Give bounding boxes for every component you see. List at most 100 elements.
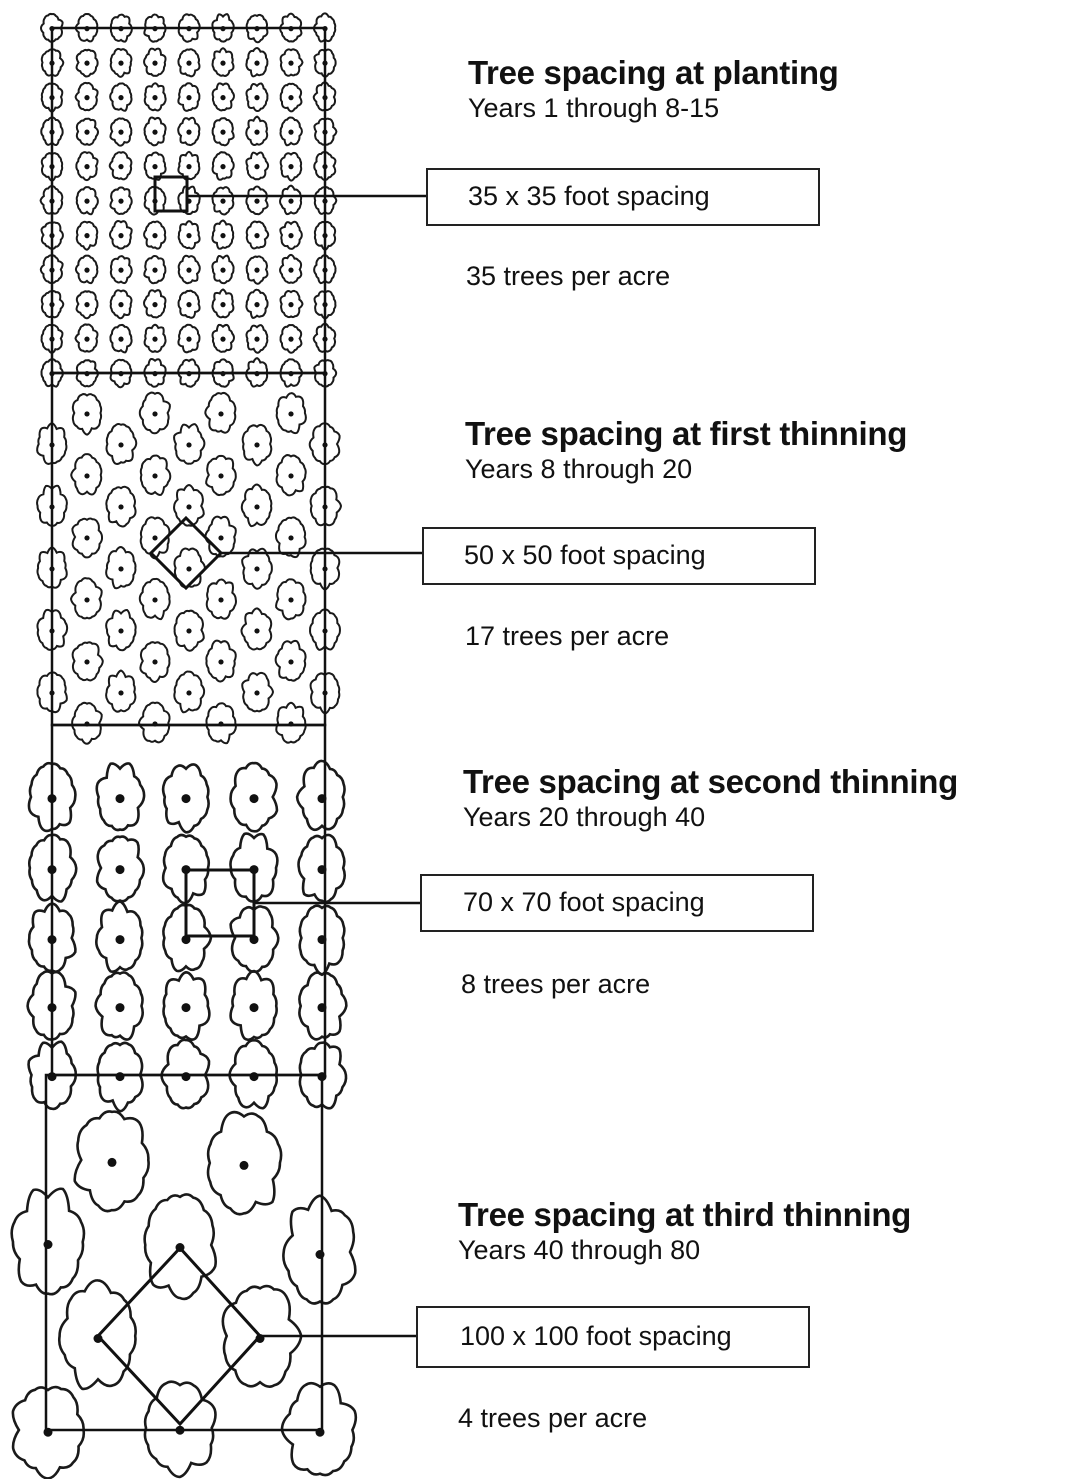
- tree-crown: [282, 1194, 357, 1305]
- tree-trunk: [254, 690, 260, 696]
- tree-crown: [279, 220, 303, 250]
- plot-frames: [44, 26, 327, 1432]
- spacing-cell-70ft: [184, 868, 256, 938]
- tree-crown: [137, 701, 171, 744]
- tree-crown: [177, 48, 201, 78]
- tree-trunk: [254, 95, 260, 101]
- tree-trunk: [118, 302, 124, 308]
- tree-crown: [161, 763, 210, 834]
- tree-crown: [173, 483, 205, 527]
- stage-third-thinning: Tree spacing at third thinning Years 40 …: [458, 1196, 911, 1266]
- tree-crown: [211, 82, 235, 112]
- tree-crown: [228, 1038, 279, 1110]
- tree-crown: [240, 483, 273, 528]
- tree-crown: [241, 671, 275, 713]
- tree-crown: [279, 253, 303, 284]
- tree-crown: [143, 323, 167, 353]
- tree-trunk: [84, 198, 90, 204]
- tree-crown: [204, 391, 237, 434]
- tree-crown: [279, 358, 304, 388]
- tree-crown: [245, 115, 269, 146]
- tree-trunk: [118, 233, 124, 239]
- tree-trunk: [84, 129, 90, 135]
- tree-trunk: [218, 535, 224, 541]
- tree-crown: [205, 702, 237, 745]
- tree-trunk: [218, 411, 224, 417]
- tree-trunk: [84, 60, 90, 66]
- tree-crown: [279, 151, 303, 182]
- tree-crown: [205, 639, 237, 683]
- tree-crown: [69, 577, 103, 620]
- tree-trunk: [220, 198, 226, 204]
- density-label: 4 trees per acre: [458, 1403, 648, 1433]
- tree-crown: [279, 12, 303, 43]
- stage-years: Years 20 through 40: [463, 802, 706, 832]
- tree-crown: [245, 13, 269, 44]
- tree-trunk: [84, 95, 90, 101]
- tree-trunk: [115, 935, 125, 945]
- tree-crown: [139, 641, 171, 683]
- tree-crown: [204, 515, 237, 558]
- tree-trunk: [181, 1003, 191, 1013]
- tree-trunk: [220, 233, 226, 239]
- tree-trunk: [220, 95, 226, 101]
- tree-trunk: [84, 535, 90, 541]
- tree-crown: [108, 151, 133, 181]
- tree-trunk: [218, 597, 224, 603]
- tree-crown: [177, 116, 201, 147]
- stage-first-thinning: Tree spacing at first thinning Years 8 t…: [465, 415, 907, 485]
- tree-trunk: [254, 233, 260, 239]
- tree-crown: [109, 186, 133, 215]
- tree-trunk: [152, 267, 158, 273]
- tree-crown: [75, 290, 99, 320]
- tree-trunk: [288, 659, 294, 665]
- tree-crown: [108, 219, 133, 250]
- tree-crown: [143, 47, 167, 77]
- tree-trunk: [181, 1072, 191, 1082]
- tree-crown: [279, 48, 304, 77]
- tree-crown: [71, 641, 104, 682]
- stage-title: Tree spacing at planting: [468, 54, 839, 91]
- tree-crown: [75, 151, 99, 182]
- spacing-label-box: 70 x 70 foot spacing: [420, 874, 814, 932]
- tree-crown: [211, 254, 235, 285]
- tree-crown: [109, 358, 133, 389]
- tree-crown: [143, 185, 167, 216]
- tree-trunk: [220, 164, 226, 170]
- tree-trunk: [186, 336, 192, 342]
- tree-crown: [177, 358, 201, 388]
- tree-trunk: [152, 129, 158, 135]
- tree-crown: [105, 546, 137, 590]
- tree-trunk: [220, 60, 226, 66]
- tree-crown: [143, 1193, 217, 1301]
- tree-trunk: [288, 411, 294, 417]
- tree-crown: [211, 323, 235, 353]
- tree-crown: [143, 220, 167, 250]
- tree-crown: [71, 517, 104, 559]
- tree-crown: [143, 116, 167, 147]
- tree-trunk: [288, 302, 294, 308]
- spacing-cell-35ft: [153, 175, 189, 213]
- tree-crown: [105, 423, 138, 465]
- tree-trunk: [288, 267, 294, 273]
- tree-crown: [10, 1187, 86, 1296]
- tree-crown: [96, 1041, 144, 1113]
- spacing-cell-100ft: [95, 1245, 263, 1427]
- tree-trunk: [254, 336, 260, 342]
- tree-crown: [245, 185, 269, 216]
- tree-crown: [205, 454, 237, 497]
- stage-title: Tree spacing at third thinning: [458, 1196, 912, 1233]
- tree-crown: [11, 1385, 86, 1479]
- tree-crown: [275, 701, 307, 744]
- spacing-cell-50ft: [148, 515, 224, 591]
- leader-lines: [187, 194, 428, 1338]
- tree-trunk: [220, 302, 226, 308]
- tree-trunk: [84, 659, 90, 665]
- tree-trunk: [249, 794, 259, 804]
- tree-crown: [205, 578, 237, 620]
- tree-trunk: [288, 60, 294, 66]
- tree-crown: [279, 116, 303, 147]
- tree-trunk: [118, 336, 124, 342]
- tree-trunk: [254, 566, 260, 572]
- tree-crown: [94, 971, 144, 1041]
